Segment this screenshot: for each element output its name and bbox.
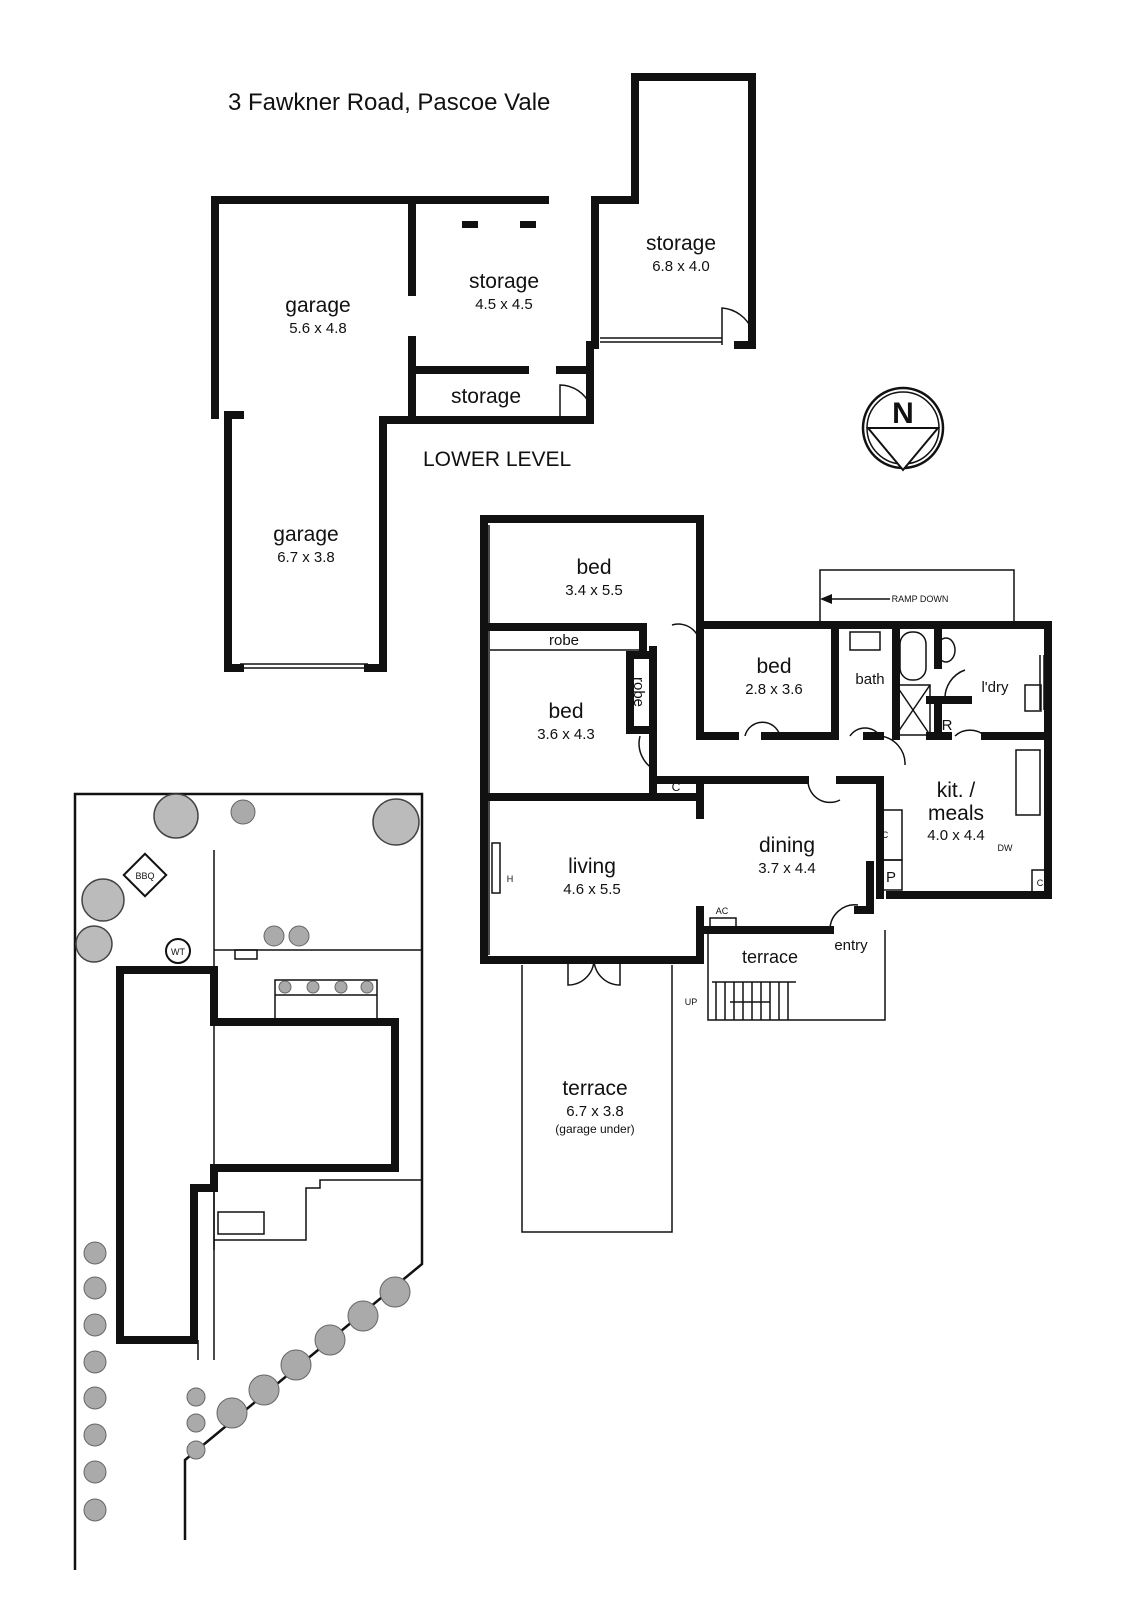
room-dining: dining 3.7 x 4.4 — [758, 834, 816, 877]
svg-text:4.5 x 4.5: 4.5 x 4.5 — [475, 296, 533, 313]
label-dw: DW — [998, 843, 1013, 853]
svg-text:6.8 x 4.0: 6.8 x 4.0 — [652, 258, 710, 275]
svg-text:BBQ: BBQ — [135, 871, 154, 881]
lower-level: garage 5.6 x 4.8 storage 4.5 x 4.5 stora… — [211, 73, 756, 672]
svg-text:storage: storage — [451, 385, 521, 408]
svg-text:3.4 x 5.5: 3.4 x 5.5 — [565, 582, 623, 599]
svg-text:3.7 x 4.4: 3.7 x 4.4 — [758, 860, 816, 877]
label-r: R — [942, 717, 953, 734]
stairs-icon — [712, 981, 796, 1020]
svg-text:(garage under): (garage under) — [555, 1122, 634, 1136]
room-living: living 4.6 x 5.5 — [563, 855, 621, 898]
svg-text:6.7 x 3.8: 6.7 x 3.8 — [566, 1103, 624, 1120]
upper-level: bed 3.4 x 5.5 bed 3.6 x 4.3 bed 2.8 x 3.… — [480, 515, 1052, 1233]
room-storage-1: storage 4.5 x 4.5 — [469, 270, 539, 313]
room-kitchen-meals: kit. / meals 4.0 x 4.4 — [927, 779, 985, 844]
label-robe-2: robe — [630, 677, 647, 707]
svg-text:6.7 x 3.8: 6.7 x 3.8 — [277, 549, 335, 566]
label-ramp-down: RAMP DOWN — [892, 594, 949, 604]
label-robe-1: robe — [549, 632, 579, 649]
label-heater: H — [507, 874, 514, 884]
svg-text:N: N — [892, 397, 914, 430]
svg-text:5.6 x 4.8: 5.6 x 4.8 — [289, 320, 347, 337]
label-ac: AC — [716, 906, 729, 916]
label-c-2: C — [882, 830, 889, 840]
label-c-1: C — [672, 780, 681, 794]
svg-text:4.6 x 5.5: 4.6 x 5.5 — [563, 881, 621, 898]
room-garage-2: garage 6.7 x 3.8 — [273, 523, 338, 566]
room-storage-2: storage 6.8 x 4.0 — [646, 232, 716, 275]
svg-text:kit. /: kit. / — [937, 779, 976, 802]
svg-text:3.6 x 4.3: 3.6 x 4.3 — [537, 726, 595, 743]
plan-title: 3 Fawkner Road, Pascoe Vale — [228, 89, 550, 116]
north-compass-icon: N — [861, 386, 945, 472]
water-tank-icon: WT — [165, 938, 191, 964]
label-entry: entry — [834, 937, 868, 954]
room-bed-1: bed 3.4 x 5.5 — [565, 556, 623, 599]
room-bed-2: bed 3.6 x 4.3 — [537, 700, 595, 743]
svg-text:garage: garage — [273, 523, 338, 546]
room-terrace: terrace 6.7 x 3.8 (garage under) — [555, 1077, 634, 1136]
label-up: UP — [685, 997, 698, 1007]
svg-text:WT: WT — [171, 947, 185, 957]
svg-text:living: living — [568, 855, 616, 878]
site-plan: BBQ WT — [73, 792, 424, 1570]
svg-text:2.8 x 3.6: 2.8 x 3.6 — [745, 681, 803, 698]
shrub-icons — [83, 799, 411, 1522]
label-p: P — [886, 869, 896, 886]
lower-level-label: LOWER LEVEL — [423, 448, 571, 471]
svg-text:bed: bed — [756, 655, 791, 678]
label-laundry: l'dry — [981, 679, 1009, 696]
svg-text:bed: bed — [576, 556, 611, 579]
room-bed-3: bed 2.8 x 3.6 — [745, 655, 803, 698]
svg-text:bed: bed — [548, 700, 583, 723]
svg-text:dining: dining — [759, 834, 815, 857]
svg-text:garage: garage — [285, 294, 350, 317]
bbq-icon: BBQ — [122, 852, 168, 898]
svg-text:4.0 x 4.4: 4.0 x 4.4 — [927, 827, 985, 844]
svg-text:storage: storage — [469, 270, 539, 293]
svg-text:terrace: terrace — [562, 1077, 627, 1100]
label-c-3: C — [1037, 878, 1044, 888]
room-garage-1: garage 5.6 x 4.8 — [285, 294, 350, 337]
tree-icons — [75, 793, 420, 963]
label-bath: bath — [855, 671, 884, 688]
svg-text:meals: meals — [928, 802, 984, 825]
room-storage-3: storage — [451, 385, 521, 408]
label-terrace-small: terrace — [742, 947, 798, 967]
svg-text:storage: storage — [646, 232, 716, 255]
